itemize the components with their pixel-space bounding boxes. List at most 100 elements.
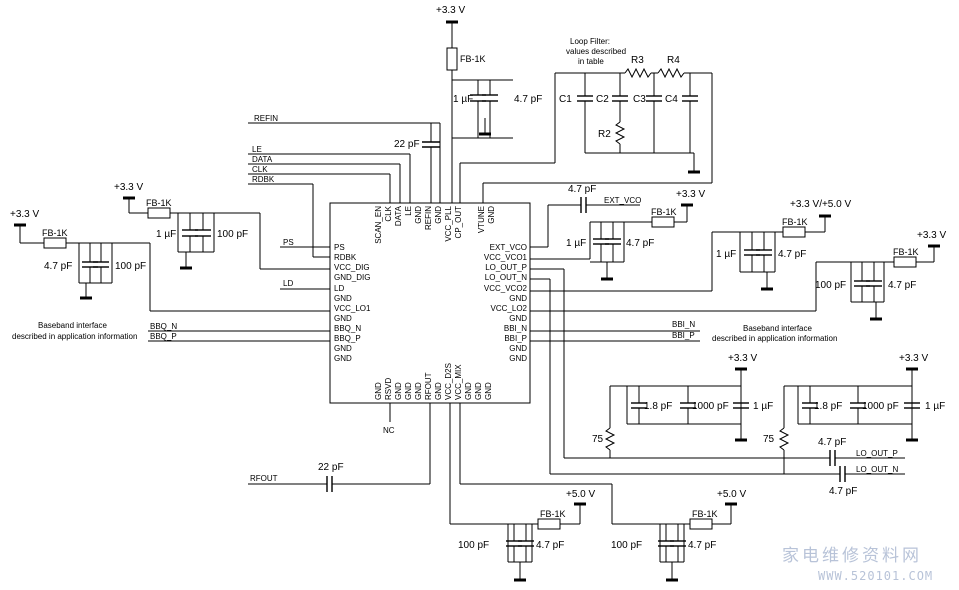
pin-vtune: VTUNE [477, 206, 486, 233]
cap-label: 100 pF [611, 540, 642, 551]
pin-gnd: GND [509, 354, 527, 363]
control-lines: LE DATA CLK RDBK [248, 145, 411, 258]
pin-vcc-vco1: VCC_VCO1 [484, 253, 528, 262]
net-lo-out-n: LO_OUT_N [856, 465, 898, 474]
ext-vco-network: 4.7 pF EXT_VCO [530, 184, 641, 248]
refin-network: REFIN 22 pF [248, 114, 441, 203]
pin-rdbk: RDBK [334, 253, 357, 262]
cap-label: 1 µF [753, 401, 773, 412]
net-bbi-n: BBI_N [672, 320, 695, 329]
pin-gnd: GND [434, 382, 443, 400]
ferrite-bead-icon [446, 47, 458, 71]
baseband-note: described in application information [712, 334, 837, 343]
bottom-pin-labels: GND RSVD GND GND GND RFOUT GND VCC_D2S V… [374, 363, 493, 400]
cap-label: 4.7 pF [514, 94, 542, 105]
vcc-d2s-supply: FB-1K +5.0 V 100 pF 4.7 pF [449, 403, 596, 582]
pin-vcc-d2s: VCC_D2S [444, 363, 453, 400]
lo-out-p-bias: +3.3 V 75 1.8 pF 1000 pF 1 µF [592, 353, 773, 458]
pin-gnd: GND [334, 344, 352, 353]
supply-label: +5.0 V [566, 489, 596, 500]
pin-gnd-dig: GND_DIG [334, 273, 370, 282]
pin-bbq-n: BBQ_N [334, 324, 361, 333]
cap-label: 1 µF [453, 94, 473, 105]
cap-label: 100 pF [458, 540, 489, 551]
resistor-label: R2 [598, 129, 611, 140]
net-bbi-p: BBI_P [672, 331, 695, 340]
cap-label: 4.7 pF [626, 238, 654, 249]
pin-vcc-mix: VCC_MIX [454, 364, 463, 400]
fb-label: FB-1K [146, 198, 172, 208]
net-bbq-n: BBQ_N [150, 322, 177, 331]
pin-gnd: GND [334, 294, 352, 303]
pin-scan-en: SCAN_EN [374, 206, 383, 244]
net-ext-vco: EXT_VCO [604, 196, 641, 205]
pin-cp-out: CP_OUT [454, 206, 463, 239]
cap-label: C1 [559, 94, 572, 105]
ferrite-bead-icon [43, 237, 67, 249]
cap-label: 4.7 pF [888, 280, 916, 291]
watermark-text: 家电维修资料网 [782, 546, 922, 566]
cap-label: 100 pF [217, 229, 248, 240]
fb-label: FB-1K [782, 217, 808, 227]
cap-label: C3 [633, 94, 646, 105]
watermark: 家电维修资料网 WWW.520101.COM [782, 546, 932, 583]
baseband-note: Baseband interface [743, 324, 812, 333]
lo-out-routing: 4.7 pF LO_OUT_P 4.7 pF LO_OUT_N [530, 268, 905, 497]
pin-vcc-lo1: VCC_LO1 [334, 304, 371, 313]
supply-label: +3.3 V [728, 353, 758, 364]
pin-vcc-dig: VCC_DIG [334, 263, 370, 272]
resistor-icon [604, 427, 616, 451]
resistor-icon [778, 427, 790, 451]
supply-label: +3.3 V/+5.0 V [790, 199, 851, 210]
pin-gnd: GND [414, 382, 423, 400]
vcc-lo2-supply: +3.3 V FB-1K 100 pF 4.7 pF [530, 230, 947, 321]
cap-label: 22 pF [394, 139, 420, 150]
fb-label: FB-1K [540, 509, 566, 519]
net-lo-out-p: LO_OUT_P [856, 449, 898, 458]
pin-ext-vco: EXT_VCO [490, 243, 527, 252]
pin-gnd: GND [464, 382, 473, 400]
pin-rfout: RFOUT [424, 372, 433, 400]
pin-gnd: GND [487, 206, 496, 224]
cap-label: 1000 pF [862, 401, 899, 412]
vcc-vco2-supply: +3.3 V/+5.0 V FB-1K 1 µF 4.7 pF [530, 199, 851, 292]
cap-label: 1 µF [716, 249, 736, 260]
cap-label: 4.7 pF [688, 540, 716, 551]
cap-label: 4.7 pF [568, 184, 596, 195]
pin-lo-out-n: LO_OUT_N [485, 273, 527, 282]
pin-gnd: GND [484, 382, 493, 400]
pin-ps: PS [334, 243, 345, 252]
baseband-i: BBI_N BBI_P Baseband interface described… [530, 320, 837, 343]
pin-gnd: GND [374, 382, 383, 400]
fb-label: FB-1K [692, 509, 718, 519]
pin-vcc-pll: VCC_PLL [444, 205, 453, 241]
pin-gnd: GND [474, 382, 483, 400]
supply-label: +3.3 V [899, 353, 929, 364]
cap-label: 100 pF [815, 280, 846, 291]
rsvd-nc: NC [383, 403, 395, 435]
pin-gnd: GND [509, 294, 527, 303]
cap-label: C2 [596, 94, 609, 105]
pin-bbq-p: BBQ_P [334, 334, 361, 343]
vcc-lo1-supply: +3.3 V FB-1K 4.7 pF 100 pF [10, 209, 330, 312]
left-signals: PS LD Baseband interface described in ap… [12, 238, 330, 342]
supply-label: +3.3 V [917, 230, 947, 241]
ferrite-bead-icon [537, 518, 561, 530]
fb-label: FB-1K [893, 247, 919, 257]
net-rfout: RFOUT [250, 474, 278, 483]
pin-vcc-lo2: VCC_LO2 [491, 304, 528, 313]
supply-label: +3.3 V [114, 182, 144, 193]
pin-gnd: GND [509, 314, 527, 323]
cap-label: C4 [665, 94, 678, 105]
resistor-label: 75 [592, 434, 604, 445]
top-pin-labels: SCAN_EN CLK DATA LE GND REFIN GND VCC_PL… [374, 205, 496, 243]
cap-label: 4.7 pF [44, 261, 72, 272]
pin-gnd: GND [434, 206, 443, 224]
rfout-network: 22 pF RFOUT [248, 403, 431, 492]
ferrite-bead-icon [782, 226, 806, 238]
pin-gnd: GND [404, 382, 413, 400]
supply-label: +3.3 V [10, 209, 40, 220]
cap-label: 1000 pF [692, 401, 729, 412]
net-ps: PS [283, 238, 294, 247]
